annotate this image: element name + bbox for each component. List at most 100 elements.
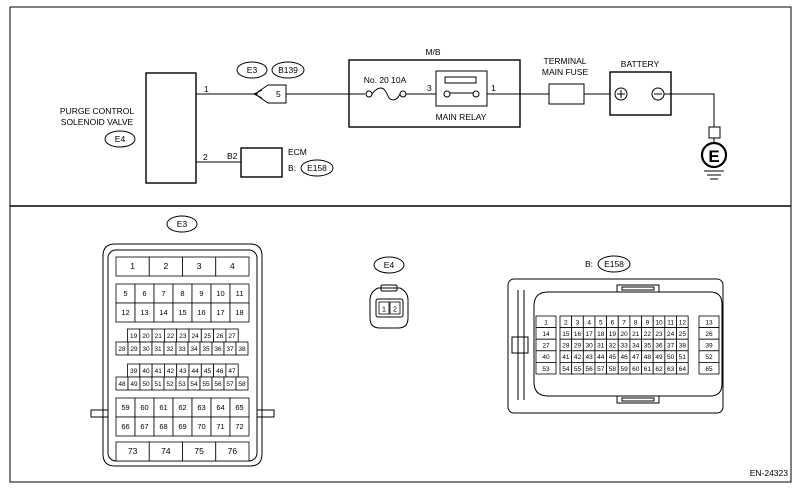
pin-number: 34 (190, 346, 198, 353)
pin-number: 29 (574, 343, 582, 350)
pin-number: 26 (705, 331, 713, 338)
pin-number: 28 (118, 346, 126, 353)
pin-number: 43 (586, 354, 594, 361)
e158-left-key (511, 336, 529, 354)
pin-number: 19 (609, 331, 617, 338)
pin-number: 70 (197, 422, 205, 431)
pin-number: 3 (576, 319, 580, 326)
fuse-symbol (371, 87, 401, 101)
e158-prefix: B: (585, 259, 593, 269)
pin-cell (676, 361, 689, 375)
mb-label: M/B (425, 47, 440, 57)
pin-number: 59 (620, 366, 628, 373)
pin-number: 62 (178, 403, 186, 412)
pin-number: 50 (667, 354, 675, 361)
pin-number: 4 (587, 319, 591, 326)
solenoid-pin-1: 1 (204, 84, 209, 94)
pin-number: 10 (216, 289, 224, 298)
pin-number: 40 (542, 354, 550, 361)
diagram-frame (9, 6, 792, 483)
pin-number: 42 (574, 354, 582, 361)
pin-number: 39 (705, 343, 713, 350)
pin-number: 9 (646, 319, 650, 326)
e4-pin-cell-2 (389, 301, 401, 315)
solenoid-tag: E4 (115, 134, 126, 144)
pin-number: 17 (216, 308, 224, 317)
e158-bottom-latch (616, 395, 660, 404)
connector-e4-face: E4 1 2 (369, 256, 409, 329)
pin-number: 6 (611, 319, 615, 326)
pin-number: 6 (142, 289, 146, 298)
pin-number: 5 (599, 319, 603, 326)
e4-latch (380, 284, 398, 292)
e4-tag-oval (373, 256, 405, 274)
e158-housing-outer (507, 278, 724, 414)
pin-number: 37 (226, 346, 234, 353)
pin-number: 11 (236, 289, 244, 298)
e3-tag: E3 (177, 219, 188, 229)
terminal-fuse-label-line2: MAIN FUSE (542, 67, 589, 77)
pin-number: 7 (622, 319, 626, 326)
solenoid-title-line2: SOLENOID VALVE (61, 117, 134, 127)
fuse-terminal-left (365, 90, 373, 98)
e158-top-latch (616, 284, 660, 293)
pin-number: 67 (140, 422, 148, 431)
pin-number: 63 (667, 366, 675, 373)
solenoid-title-line1: PURGE CONTROL (60, 106, 134, 116)
pin-number: 66 (121, 422, 129, 431)
pin-number: 15 (178, 308, 186, 317)
pin-number: 14 (159, 308, 167, 317)
pin-number: 37 (667, 343, 675, 350)
pin-number: 76 (228, 446, 238, 456)
pin-number: 8 (634, 319, 638, 326)
pin-number: 41 (155, 368, 163, 375)
ground-terminal (708, 126, 721, 139)
pin-number: 15 (562, 331, 570, 338)
pin-number: 26 (216, 333, 224, 340)
pin-number: 52 (166, 381, 174, 388)
pin-number: 55 (202, 381, 210, 388)
solenoid-tag-oval (104, 130, 136, 148)
battery-label: BATTERY (621, 59, 660, 69)
pin-number: 68 (159, 422, 167, 431)
pin-number: 35 (202, 346, 210, 353)
solenoid-valve-box (145, 72, 197, 184)
pin-number: 53 (178, 381, 186, 388)
fuse-label: No. 20 10A (364, 75, 407, 85)
pin-number: 30 (586, 343, 594, 350)
pin-number: 47 (228, 368, 236, 375)
e4-housing (369, 287, 409, 329)
pin-number: 4 (230, 261, 235, 271)
pin-number: 75 (194, 446, 204, 456)
relay-pin-3: 3 (427, 83, 432, 93)
e4-tag: E4 (384, 260, 395, 270)
e3-housing-outer (102, 243, 263, 467)
pin-number: 44 (597, 354, 605, 361)
pin-cell (229, 416, 250, 437)
pin-number: 21 (155, 333, 163, 340)
pin-number: 32 (166, 346, 174, 353)
pin-number: 5 (123, 289, 127, 298)
pin-number: 56 (214, 381, 222, 388)
ecm-connector-tag: E158 (307, 163, 327, 173)
pin-number: 43 (179, 368, 187, 375)
ecm-connector-prefix: B: (288, 163, 296, 173)
e4-pin-cell-1 (378, 301, 390, 315)
pin-number: 1 (544, 319, 548, 326)
terminal-main-fuse (548, 83, 585, 105)
pin-number: 72 (235, 422, 243, 431)
pin-number: 8 (180, 289, 184, 298)
pin-cell (215, 256, 250, 277)
pin-number: 12 (679, 319, 687, 326)
ground-circle (700, 141, 728, 169)
pin-number: 48 (118, 381, 126, 388)
pin-number: 71 (216, 422, 224, 431)
pin-number: 51 (679, 354, 687, 361)
pin-number: 10 (655, 319, 663, 326)
ecm-connector-oval (300, 159, 334, 177)
pin-number: 13 (705, 319, 713, 326)
pin-number: 64 (216, 403, 224, 412)
pin-number: 2 (564, 319, 568, 326)
